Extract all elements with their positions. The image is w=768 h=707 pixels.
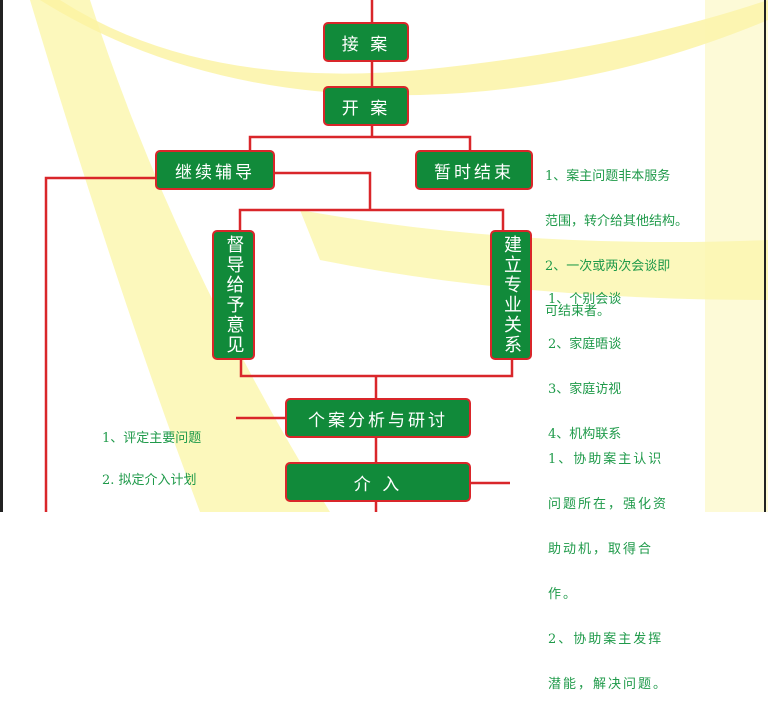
left-border: [0, 0, 3, 512]
note-analysis: 1、评定主要问题 2. 拟定介入计划: [102, 404, 201, 502]
background-ribbons: [30, 0, 768, 512]
node-analysis: 个案分析与研讨: [285, 398, 471, 438]
node-relation: 建立专业关系: [490, 230, 532, 360]
note-relation: 1、个别会谈 2、家庭晤谈 3、家庭访视 4、机构联系: [548, 262, 621, 457]
connector-lines: [44, 0, 514, 512]
note-line: 范围，转介给其他结构。: [545, 214, 689, 229]
note-line: 1、评定主要问题: [102, 431, 202, 446]
note-line: 2、一次或两次会谈即: [545, 259, 671, 274]
connector: [275, 171, 372, 210]
connector: [248, 135, 472, 150]
note-line: 1、个别会谈: [548, 292, 622, 307]
node-intervene: 介 入: [285, 462, 471, 502]
note-line: 3、家庭访视: [548, 382, 622, 397]
note-line: 4、机构联系: [548, 427, 622, 442]
note-line: 1、案主问题非本服务: [545, 169, 671, 184]
note-line: 潜能，解决问题。: [548, 677, 669, 692]
node-supervise: 督导给予意见: [212, 230, 255, 360]
note-pause-end: 1、案主问题非本服务 范围，转介给其他结构。 2、一次或两次会谈即 可结束者。: [545, 139, 688, 334]
node-pause-end: 暂时结束: [415, 150, 533, 190]
note-line: 2. 拟定介入计划: [102, 473, 197, 488]
note-line: 作。: [548, 587, 579, 602]
node-receive: 接 案: [323, 22, 409, 62]
note-line: 可结束者。: [545, 304, 611, 319]
note-intervene: 1、协助案主认识 问题所在，强化资 助动机，取得合 作。 2、协助案主发挥 潜能…: [548, 422, 668, 707]
right-border: [764, 0, 766, 512]
node-open: 开 案: [323, 86, 409, 126]
connector: [239, 360, 514, 378]
node-continue: 继续辅导: [155, 150, 275, 190]
note-line: 问题所在，强化资: [548, 497, 669, 512]
note-line: 1、协助案主认识: [548, 452, 664, 467]
note-line: 助动机，取得合: [548, 542, 654, 557]
connector: [44, 176, 155, 512]
note-line: 2、协助案主发挥: [548, 632, 664, 647]
note-line: 2、家庭晤谈: [548, 337, 622, 352]
connector: [238, 208, 505, 230]
